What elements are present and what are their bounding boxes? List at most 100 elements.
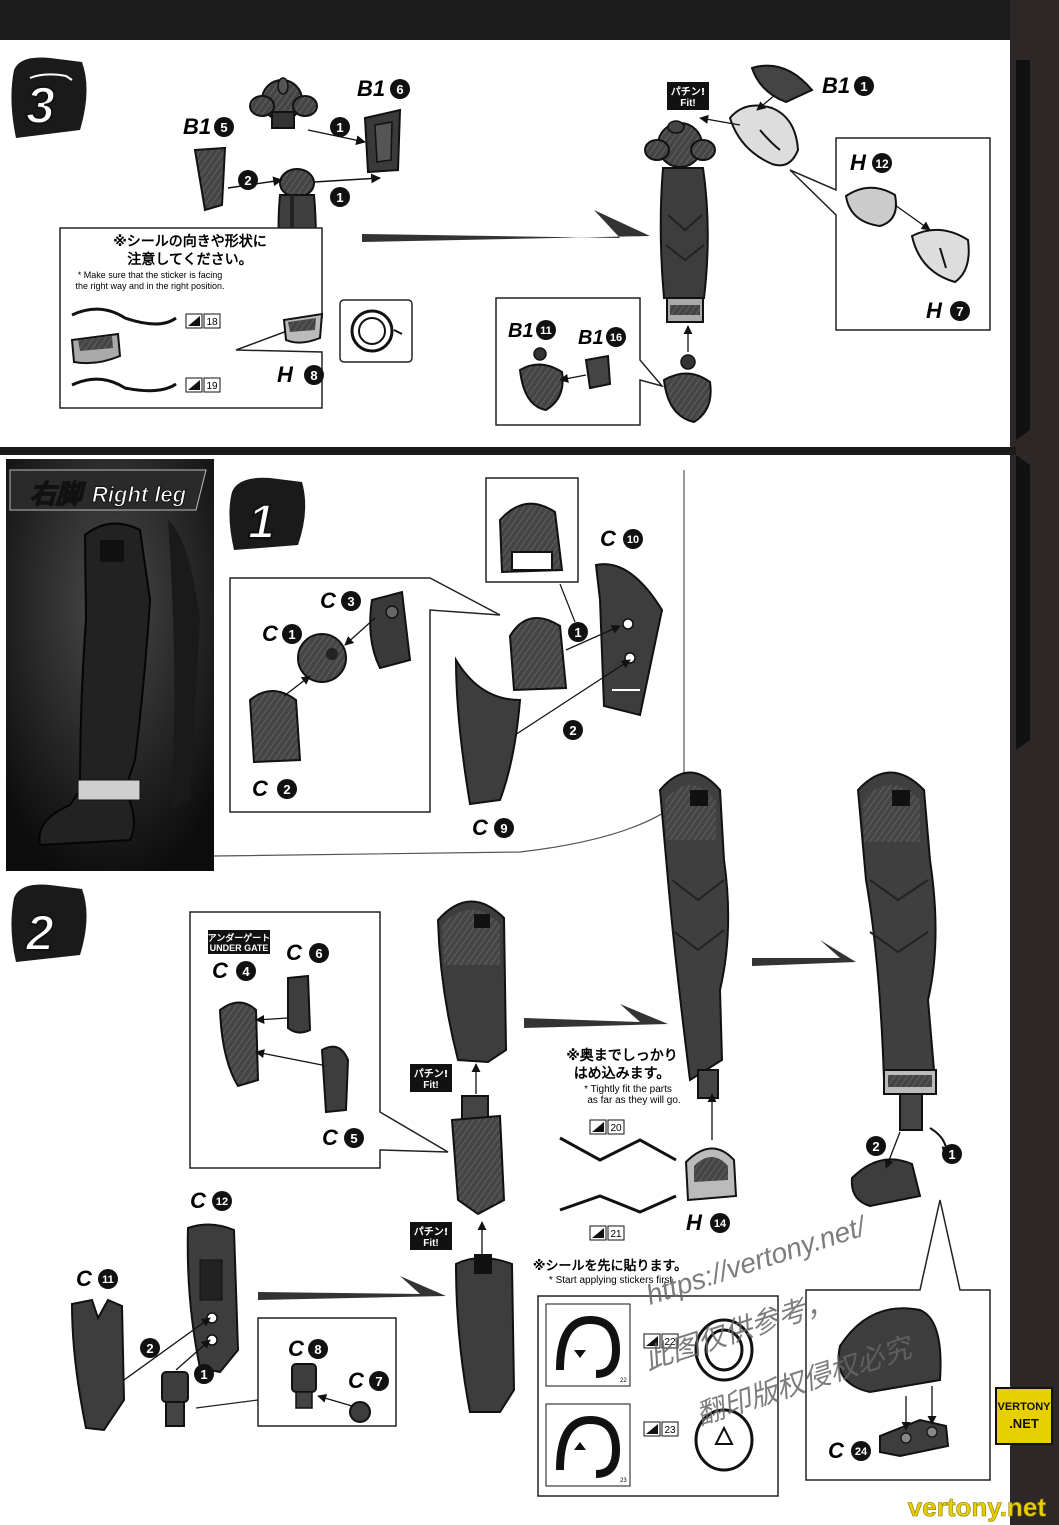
fit-callout-shin: パチン! Fit! <box>410 1222 452 1250</box>
svg-text:11: 11 <box>102 1274 114 1286</box>
part-ankle-joint <box>161 1339 211 1427</box>
label-h7: H 7 <box>926 298 970 323</box>
part-c10-shell <box>565 563 664 717</box>
label-c24: C 24 <box>828 1438 871 1463</box>
svg-text:11: 11 <box>540 325 552 337</box>
right-leg-label-en: Right leg <box>92 482 187 507</box>
svg-text:H: H <box>850 150 867 175</box>
step2-flow-arrow-1 <box>258 1276 446 1300</box>
svg-text:C: C <box>190 1188 207 1213</box>
svg-text:12: 12 <box>216 1196 228 1208</box>
step3-flow-arrow <box>362 210 650 242</box>
ring-detail-box <box>339 299 413 363</box>
part-knee-assembled <box>450 1063 506 1216</box>
part-thigh-assembled <box>436 900 508 1064</box>
tight-fit-jp-2: はめ込みます。 <box>574 1065 671 1082</box>
svg-text:2: 2 <box>872 1139 879 1154</box>
step-1-badge: 1 <box>229 477 306 550</box>
svg-text:7: 7 <box>375 1374 382 1389</box>
right-leg-photo-panel: 右脚 Right leg <box>6 459 214 871</box>
part-leg-assembled-2 <box>856 771 937 1131</box>
label-c9: C 9 <box>472 815 514 840</box>
label-b11-top: B1 1 <box>822 73 874 98</box>
svg-text:2: 2 <box>244 173 251 188</box>
label-c2: C 2 <box>252 776 297 801</box>
sticker-20-label: 20 <box>610 1123 622 1134</box>
label-c11: C 11 <box>76 1266 118 1291</box>
svg-text:1: 1 <box>200 1367 207 1382</box>
svg-text:6: 6 <box>315 946 322 961</box>
sticker-23-label: 23 <box>664 1425 676 1436</box>
svg-text:H: H <box>277 362 294 387</box>
svg-text:5: 5 <box>220 120 227 135</box>
part-c12-shell <box>186 1223 240 1374</box>
sticker-note-jp-2: 注意してください。 <box>127 251 252 268</box>
svg-text:H: H <box>926 298 943 323</box>
svg-text:1: 1 <box>288 627 295 642</box>
svg-text:8: 8 <box>314 1342 321 1357</box>
tight-fit-en-1: * Tightly fit the parts <box>584 1084 672 1095</box>
fit-callout-top: パチン! Fit! <box>667 82 709 110</box>
label-c10: C 10 <box>600 526 643 551</box>
svg-text:VERTONY: VERTONY <box>998 1401 1052 1413</box>
svg-text:Fit!: Fit! <box>423 1238 439 1249</box>
part-foot-attach: 1 2 <box>850 1127 962 1208</box>
sticker-note-jp-1: ※シールの向きや形状に <box>113 233 267 250</box>
svg-text:Fit!: Fit! <box>680 98 696 109</box>
svg-text:10: 10 <box>627 534 639 546</box>
label-c3: C 3 <box>320 588 361 613</box>
part-c11-shell <box>70 1298 211 1432</box>
right-tab-upper <box>1016 60 1030 440</box>
svg-text:7: 7 <box>956 304 963 319</box>
step2-order-badges-left: 2 1 <box>140 1338 214 1384</box>
step-2-badge: 2 <box>11 884 87 962</box>
sticker-18-label: 18 <box>206 317 218 328</box>
part-c9-guard <box>454 656 631 806</box>
svg-text:.NET: .NET <box>1009 1416 1039 1431</box>
svg-text:2: 2 <box>146 1341 153 1356</box>
section-divider <box>0 447 1016 455</box>
label-b16-top: B1 6 <box>357 76 410 101</box>
svg-text:1: 1 <box>336 120 343 135</box>
svg-text:B1: B1 <box>508 320 534 342</box>
svg-text:4: 4 <box>242 964 250 979</box>
part-b16-cover <box>363 108 402 174</box>
svg-text:C: C <box>600 526 617 551</box>
under-gate-jp: アンダーゲート <box>208 932 271 944</box>
svg-text:14: 14 <box>714 1218 727 1230</box>
svg-text:2: 2 <box>283 782 290 797</box>
right-leg-label-jp: 右脚 <box>30 480 86 510</box>
svg-text:C: C <box>348 1368 365 1393</box>
label-b116: B1 16 <box>578 327 626 349</box>
svg-text:パチン!: パチン! <box>414 1226 449 1238</box>
label-b111: B1 11 <box>508 320 556 342</box>
svg-text:5: 5 <box>350 1131 357 1146</box>
label-c7: C 7 <box>348 1368 389 1393</box>
tight-fit-en-2: as far as they will go. <box>587 1095 680 1106</box>
part-b1-helmet <box>699 64 814 167</box>
svg-text:6: 6 <box>396 82 403 97</box>
svg-text:1: 1 <box>948 1147 955 1162</box>
watermark-footer: vertony.net <box>908 1492 1047 1522</box>
svg-text:1: 1 <box>860 79 867 94</box>
step2-flow-arrow-3 <box>752 940 856 966</box>
part-shin-assembled <box>454 1221 516 1413</box>
sticker-21-label: 21 <box>610 1229 622 1240</box>
thigh-detail-box <box>485 477 579 623</box>
svg-text:パチン!: パチン! <box>414 1068 449 1080</box>
label-c1: C 1 <box>262 621 302 646</box>
under-gate-en: UNDER GATE <box>210 943 269 953</box>
right-tab-lower <box>1016 455 1030 750</box>
apply-first-en: * Start applying stickers first. <box>549 1275 675 1286</box>
tight-fit-jp-1: ※奥までしっかり <box>566 1047 678 1064</box>
svg-text:Fit!: Fit! <box>423 1080 439 1091</box>
fit-callout-knee: パチン! Fit! <box>410 1064 452 1092</box>
part-assembled-arm <box>644 120 716 323</box>
svg-text:1: 1 <box>574 625 581 640</box>
label-c6: C 6 <box>286 940 329 965</box>
label-h12: H 12 <box>850 150 892 175</box>
svg-text:24: 24 <box>855 1446 868 1458</box>
sticker-22-mini: 22 <box>620 1378 627 1384</box>
step3-order-badges: 1 2 1 <box>238 117 350 207</box>
